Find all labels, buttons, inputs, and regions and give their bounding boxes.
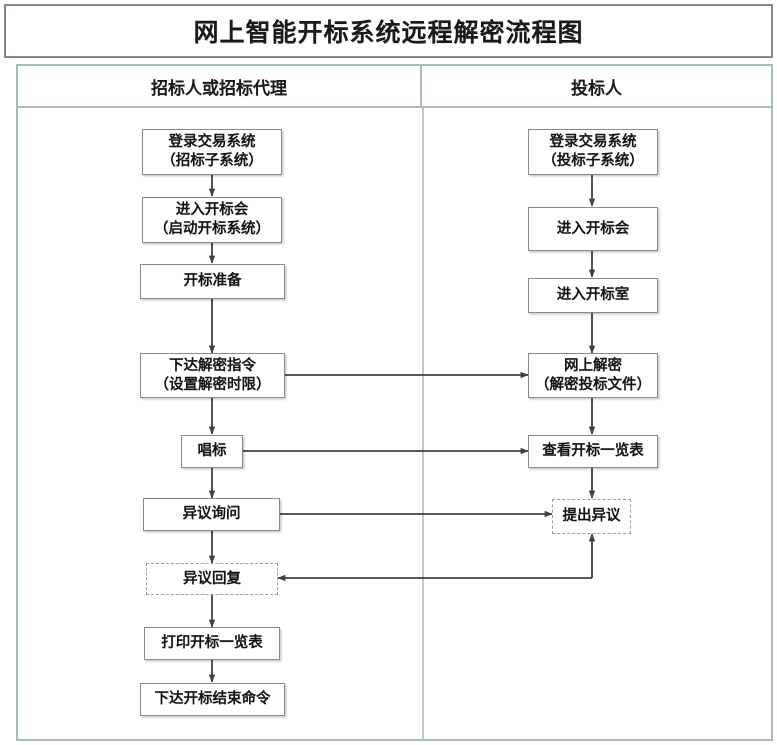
node-enter-bid-opening-meeting-tenderer[interactable]: 进入开标会 （启动开标系统） bbox=[142, 197, 282, 243]
node-line: 开标准备 bbox=[183, 273, 242, 290]
node-line: 进入开标室 bbox=[556, 287, 630, 304]
page-title: 网上智能开标系统远程解密流程图 bbox=[193, 19, 584, 47]
node-bid-announcement[interactable]: 唱标 bbox=[181, 435, 243, 468]
lane-header-tenderer-label: 招标人或招标代理 bbox=[151, 78, 287, 98]
node-online-decryption[interactable]: 网上解密 （解密投标文件） bbox=[528, 353, 658, 398]
node-line: 网上解密 bbox=[564, 357, 622, 374]
node-line: （设置解密时限） bbox=[154, 376, 271, 393]
node-enter-bid-opening-room[interactable]: 进入开标室 bbox=[528, 278, 658, 313]
node-line: （启动开标系统） bbox=[154, 221, 270, 237]
node-raise-objection[interactable]: 提出异议 bbox=[552, 499, 631, 534]
lane-header-bidder: 投标人 bbox=[422, 66, 771, 108]
node-bid-opening-preparation[interactable]: 开标准备 bbox=[140, 264, 285, 299]
diagram-title-bar: 网上智能开标系统远程解密流程图 bbox=[4, 4, 773, 58]
node-line: 查看开标一览表 bbox=[542, 443, 644, 460]
node-issue-decrypt-command[interactable]: 下达解密指令 （设置解密时限） bbox=[140, 353, 285, 398]
node-line: 进入开标会 bbox=[556, 220, 630, 237]
node-line: 异议回复 bbox=[183, 570, 241, 587]
node-line: 唱标 bbox=[197, 443, 227, 460]
node-print-bid-opening-list[interactable]: 打印开标一览表 bbox=[144, 627, 280, 660]
node-login-trading-system-bidder[interactable]: 登录交易系统 （投标子系统） bbox=[528, 129, 658, 175]
node-line: 进入开标会 bbox=[175, 202, 249, 219]
lane-header-bidder-label: 投标人 bbox=[571, 78, 622, 98]
node-objection-inquiry[interactable]: 异议询问 bbox=[143, 498, 280, 531]
node-line: （投标子系统） bbox=[542, 153, 644, 169]
lane-header-tenderer: 招标人或招标代理 bbox=[18, 66, 422, 108]
node-line: 下达开标结束命令 bbox=[154, 691, 271, 708]
node-view-bid-opening-list[interactable]: 查看开标一览表 bbox=[528, 435, 658, 468]
node-line: 登录交易系统 bbox=[168, 134, 256, 151]
swimlane-table: 招标人或招标代理 投标人 bbox=[16, 64, 773, 741]
node-line: （解密投标文件） bbox=[535, 376, 651, 393]
node-line: 打印开标一览表 bbox=[161, 635, 263, 652]
node-issue-end-bid-opening-command[interactable]: 下达开标结束命令 bbox=[140, 683, 285, 716]
node-enter-bid-opening-meeting-bidder[interactable]: 进入开标会 bbox=[528, 207, 658, 251]
node-line: 提出异议 bbox=[562, 508, 621, 525]
node-objection-reply[interactable]: 异议回复 bbox=[146, 563, 278, 595]
node-line: 异议询问 bbox=[182, 506, 241, 523]
node-login-trading-system-tenderer[interactable]: 登录交易系统 （招标子系统） bbox=[142, 129, 282, 175]
node-line: 下达解密指令 bbox=[169, 357, 256, 374]
node-line: （招标子系统） bbox=[161, 153, 263, 169]
lane-divider bbox=[422, 108, 424, 739]
node-line: 登录交易系统 bbox=[549, 134, 637, 151]
